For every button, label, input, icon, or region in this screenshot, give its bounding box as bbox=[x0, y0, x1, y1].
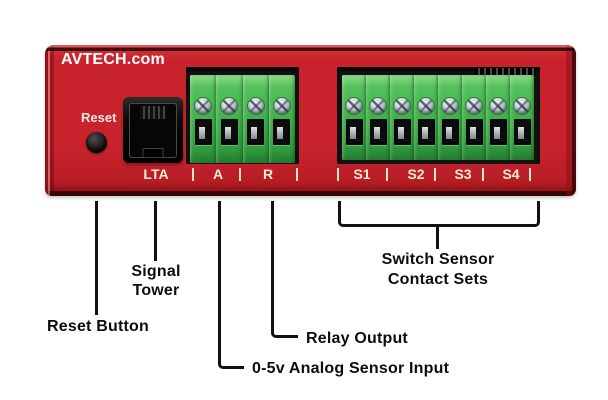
wire-clamp-icon bbox=[349, 127, 356, 139]
wire-clamp-icon bbox=[517, 127, 524, 139]
terminal-screw-icon bbox=[514, 98, 530, 114]
relay-r-label: R bbox=[262, 166, 274, 182]
rj11-socket bbox=[123, 97, 183, 163]
wire-clamp-icon bbox=[469, 127, 476, 139]
switch-sensor-label-line1: Switch Sensor bbox=[381, 251, 495, 268]
terminal-wire-slot bbox=[220, 119, 238, 145]
terminal-screw-icon bbox=[195, 98, 212, 114]
wire-clamp-icon bbox=[373, 127, 380, 139]
reset-callout-line bbox=[95, 201, 98, 315]
terminal-wire-slot bbox=[247, 119, 265, 145]
terminal-wire-slot bbox=[489, 119, 507, 145]
device-front-panel: AVTECH.com Reset LTA A R S1 S2 bbox=[45, 45, 576, 196]
panel-label-row: LTA A R S1 S2 S3 S4 bbox=[45, 166, 576, 184]
relay-output-label: Relay Output bbox=[306, 330, 408, 347]
sensor-terminal-cutout bbox=[337, 67, 540, 164]
wire-clamp-icon bbox=[277, 127, 284, 139]
terminal-wire-slot bbox=[441, 119, 459, 145]
reset-button bbox=[86, 132, 107, 153]
analog-input-callout-line bbox=[218, 201, 244, 369]
analog-input-label: 0-5v Analog Sensor Input bbox=[252, 360, 450, 377]
wire-clamp-icon bbox=[198, 127, 205, 139]
terminal-position bbox=[243, 75, 269, 163]
terminal-screw-icon bbox=[418, 98, 434, 114]
sensor-s3-label: S3 bbox=[454, 166, 472, 182]
terminal-position bbox=[390, 75, 414, 160]
switch-sensor-bracket-stem bbox=[436, 226, 439, 249]
terminal-position bbox=[269, 75, 295, 163]
lta-port-label: LTA bbox=[143, 166, 169, 182]
terminal-position bbox=[414, 75, 438, 160]
terminal-wire-slot bbox=[369, 119, 387, 145]
reset-button-label: Reset Button bbox=[47, 318, 149, 335]
terminal-screw-icon bbox=[394, 98, 410, 114]
terminal-screw-icon bbox=[490, 98, 506, 114]
analog-terminal-cutout bbox=[186, 67, 299, 164]
label-divider bbox=[296, 168, 298, 181]
wire-clamp-icon bbox=[421, 127, 428, 139]
wire-clamp-icon bbox=[397, 127, 404, 139]
terminal-wire-slot bbox=[273, 119, 291, 145]
brand-logo: AVTECH.com bbox=[61, 51, 165, 68]
rj11-clip-notch bbox=[142, 148, 164, 158]
terminal-screw-icon bbox=[346, 98, 362, 114]
label-divider bbox=[386, 168, 388, 181]
signal-tower-callout-line bbox=[154, 201, 157, 261]
signal-tower-label-line2: Tower bbox=[132, 282, 180, 299]
terminal-position bbox=[462, 75, 486, 160]
terminal-screw-icon bbox=[247, 98, 264, 114]
label-divider bbox=[482, 168, 484, 181]
switch-sensor-bracket bbox=[338, 201, 540, 227]
sensor-s4-label: S4 bbox=[502, 166, 520, 182]
sensor-s1-label: S1 bbox=[353, 166, 371, 182]
rj11-socket-opening bbox=[129, 103, 177, 158]
signal-tower-label-line1: Signal bbox=[131, 263, 181, 280]
reset-label: Reset bbox=[81, 110, 117, 125]
sensor-terminal-block bbox=[342, 75, 534, 160]
terminal-position bbox=[190, 75, 216, 163]
terminal-screw-icon bbox=[370, 98, 386, 114]
terminal-wire-slot bbox=[465, 119, 483, 145]
terminal-wire-slot bbox=[393, 119, 411, 145]
analog-terminal-block bbox=[190, 75, 295, 163]
terminal-screw-icon bbox=[221, 98, 238, 114]
rj11-contacts-icon bbox=[140, 106, 166, 119]
relay-output-callout-line bbox=[271, 201, 298, 338]
sensor-s2-label: S2 bbox=[407, 166, 425, 182]
terminal-position bbox=[366, 75, 390, 160]
terminal-position bbox=[342, 75, 366, 160]
terminal-position bbox=[438, 75, 462, 160]
label-divider bbox=[192, 168, 194, 181]
terminal-screw-icon bbox=[273, 98, 290, 114]
terminal-position bbox=[510, 75, 534, 160]
label-divider bbox=[337, 168, 339, 181]
terminal-wire-slot bbox=[417, 119, 435, 145]
wire-clamp-icon bbox=[224, 127, 231, 139]
label-divider bbox=[239, 168, 241, 181]
wire-clamp-icon bbox=[251, 127, 258, 139]
terminal-position bbox=[216, 75, 242, 163]
terminal-wire-slot bbox=[345, 119, 363, 145]
wire-clamp-icon bbox=[493, 127, 500, 139]
switch-sensor-label: Switch Sensor Contact Sets bbox=[382, 250, 495, 290]
label-divider bbox=[434, 168, 436, 181]
terminal-wire-slot bbox=[194, 119, 212, 145]
connector-pins-icon bbox=[474, 68, 536, 75]
switch-sensor-label-line2: Contact Sets bbox=[387, 271, 489, 288]
signal-tower-label: Signal Tower bbox=[131, 262, 180, 300]
terminal-position bbox=[486, 75, 510, 160]
label-divider bbox=[529, 168, 531, 181]
wire-clamp-icon bbox=[445, 127, 452, 139]
terminal-screw-icon bbox=[442, 98, 458, 114]
terminal-screw-icon bbox=[466, 98, 482, 114]
terminal-wire-slot bbox=[513, 119, 531, 145]
analog-a-label: A bbox=[212, 166, 224, 182]
